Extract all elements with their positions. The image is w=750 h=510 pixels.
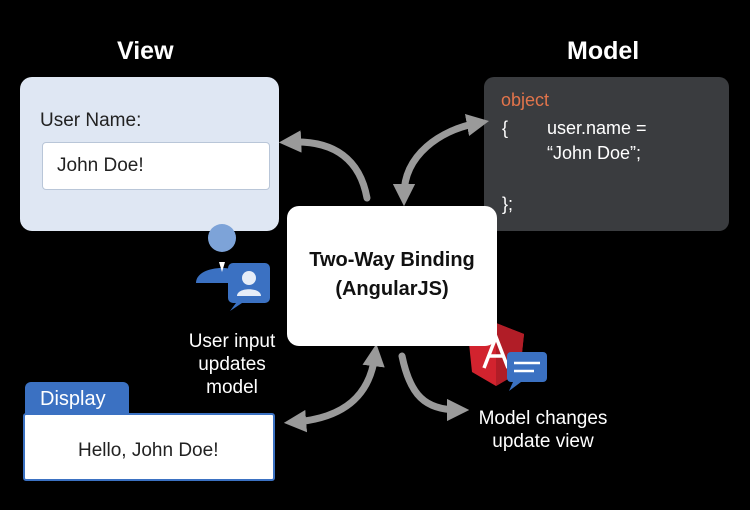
model-heading: Model	[567, 37, 640, 65]
arrow-binding-to-model	[392, 114, 490, 207]
caption-line: User input	[188, 331, 276, 352]
binding-subtitle: (AngularJS)	[335, 278, 449, 300]
arrow-binding-to-model-changes	[398, 352, 470, 422]
code-line-value: “John Doe”;	[547, 143, 642, 163]
user-input-caption: User input updates model	[172, 330, 292, 399]
caption-line: model	[206, 377, 258, 398]
two-way-binding-box: Two-Way Binding (AngularJS)	[287, 206, 497, 346]
model-code-panel: object { user.name = “John Doe”; };	[484, 77, 729, 231]
open-brace: {	[502, 118, 509, 138]
display-panel: Hello, John Doe!	[23, 413, 275, 481]
view-heading: View	[117, 37, 174, 65]
view-panel: User Name: John Doe!	[20, 77, 279, 231]
arrow-binding-to-view	[278, 130, 371, 202]
binding-title: Two-Way Binding	[309, 249, 475, 271]
user-name-input[interactable]: John Doe!	[42, 142, 270, 190]
caption-line: updates	[198, 354, 266, 375]
code-line-user-name: user.name =	[547, 118, 647, 138]
user-name-label: User Name:	[40, 110, 142, 131]
user-input-icon	[196, 224, 270, 311]
caption-line: update view	[492, 431, 594, 452]
chat-bubble-icon	[507, 352, 547, 391]
caption-line: Model changes	[478, 408, 608, 429]
display-greeting: Hello, John Doe!	[78, 440, 219, 461]
display-tab: Display	[25, 382, 129, 416]
close-brace: };	[502, 194, 514, 214]
object-keyword: object	[501, 90, 550, 110]
model-changes-caption: Model changes update view	[463, 407, 623, 453]
arrow-binding-to-display	[283, 343, 385, 433]
